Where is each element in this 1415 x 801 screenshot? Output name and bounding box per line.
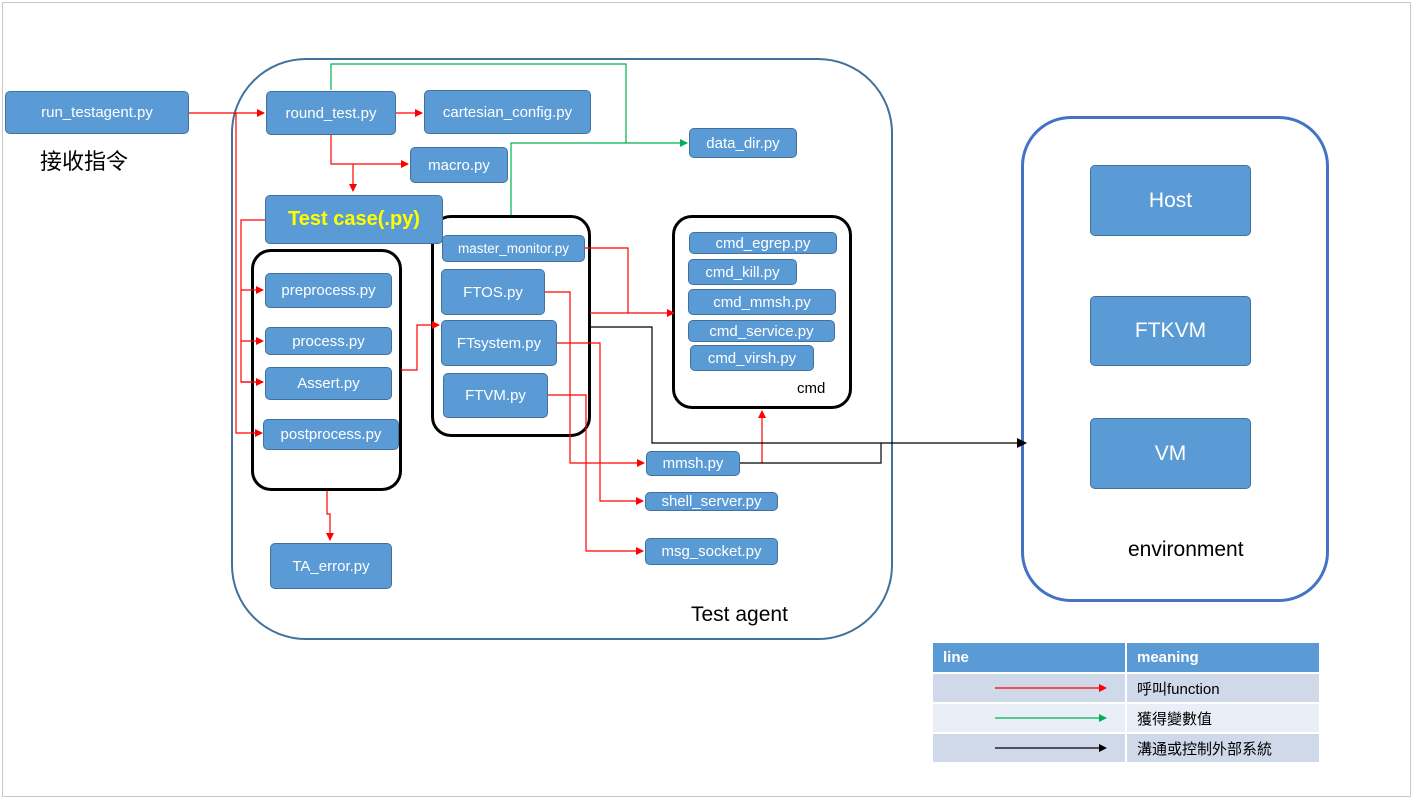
assert-box: Assert.py bbox=[265, 367, 392, 400]
legend-line-black bbox=[933, 733, 1127, 763]
edge-monitor-to-datadir bbox=[510, 142, 626, 215]
ftsystem-box: FTsystem.py bbox=[441, 320, 557, 366]
ftvm-box: FTVM.py bbox=[443, 373, 548, 418]
legend-row: 溝通或控制外部系統 bbox=[933, 733, 1319, 763]
legend-table: line meaning 呼叫function 獲得變數值 bbox=[933, 643, 1319, 764]
legend-row: 呼叫function bbox=[933, 673, 1319, 703]
edge-process-to-ft bbox=[401, 321, 440, 371]
cmd-group-label: cmd bbox=[797, 380, 826, 397]
test-agent-label: Test agent bbox=[691, 603, 788, 626]
edge-testcase-trunk bbox=[240, 219, 265, 383]
environment-container bbox=[1021, 116, 1329, 602]
mmsh-box: mmsh.py bbox=[646, 451, 740, 476]
legend-line-red bbox=[933, 673, 1127, 703]
preprocess-box: preprocess.py bbox=[265, 273, 392, 308]
ftkvm-box: FTKVM bbox=[1090, 296, 1251, 366]
postprocess-box: postprocess.py bbox=[263, 419, 399, 450]
vm-box: VM bbox=[1090, 418, 1251, 489]
legend-header-line: line bbox=[933, 643, 1127, 673]
cmd-virsh-box: cmd_virsh.py bbox=[690, 345, 814, 371]
test-agent-container bbox=[231, 58, 893, 640]
edge-run-to-postprocess bbox=[235, 113, 263, 437]
legend-meaning: 獲得變數值 bbox=[1126, 703, 1319, 733]
legend-header-meaning: meaning bbox=[1126, 643, 1319, 673]
legend-row: 獲得變數值 bbox=[933, 703, 1319, 733]
data-dir-box: data_dir.py bbox=[689, 128, 797, 158]
receive-command-caption: 接收指令 bbox=[40, 150, 129, 175]
ta-error-box: TA_error.py bbox=[270, 543, 392, 589]
macro-box: macro.py bbox=[410, 147, 508, 183]
process-box: process.py bbox=[265, 327, 392, 355]
edge-round-to-datadir bbox=[330, 63, 688, 147]
edge-round-to-macro bbox=[330, 123, 409, 168]
master-monitor-box: master_monitor.py bbox=[442, 235, 585, 262]
edge-to-ta-error bbox=[326, 491, 334, 541]
round-test-box: round_test.py bbox=[266, 91, 396, 135]
edge-ftos-to-mmsh bbox=[545, 291, 645, 467]
cmd-egrep-box: cmd_egrep.py bbox=[689, 232, 837, 254]
cmd-kill-box: cmd_kill.py bbox=[688, 259, 797, 285]
edge-ftvm-to-msg bbox=[548, 394, 644, 555]
cmd-service-box: cmd_service.py bbox=[688, 320, 835, 342]
host-box: Host bbox=[1090, 165, 1251, 236]
edge-monitor-to-cmd bbox=[585, 247, 675, 317]
cartesian-config-box: cartesian_config.py bbox=[424, 90, 591, 134]
legend-meaning: 溝通或控制外部系統 bbox=[1126, 733, 1319, 763]
edge-ftsystem-to-shell bbox=[557, 342, 644, 505]
black-arrow-icon bbox=[995, 744, 1107, 752]
process-group-frame bbox=[251, 249, 402, 491]
shell-server-box: shell_server.py bbox=[645, 492, 778, 511]
test-case-box: Test case(.py) bbox=[265, 195, 443, 244]
msg-socket-box: msg_socket.py bbox=[645, 538, 778, 565]
edge-mmsh-to-environment bbox=[740, 443, 882, 464]
ftos-box: FTOS.py bbox=[441, 269, 545, 315]
run-testagent-box: run_testagent.py bbox=[5, 91, 189, 134]
green-arrow-icon bbox=[995, 714, 1107, 722]
legend-meaning: 呼叫function bbox=[1126, 673, 1319, 703]
cmd-mmsh-box: cmd_mmsh.py bbox=[688, 289, 836, 315]
red-arrow-icon bbox=[995, 684, 1107, 692]
environment-label: environment bbox=[1128, 538, 1244, 561]
legend-line-green bbox=[933, 703, 1127, 733]
legend-header-row: line meaning bbox=[933, 643, 1319, 673]
edge-ft-to-environment bbox=[590, 326, 1027, 448]
